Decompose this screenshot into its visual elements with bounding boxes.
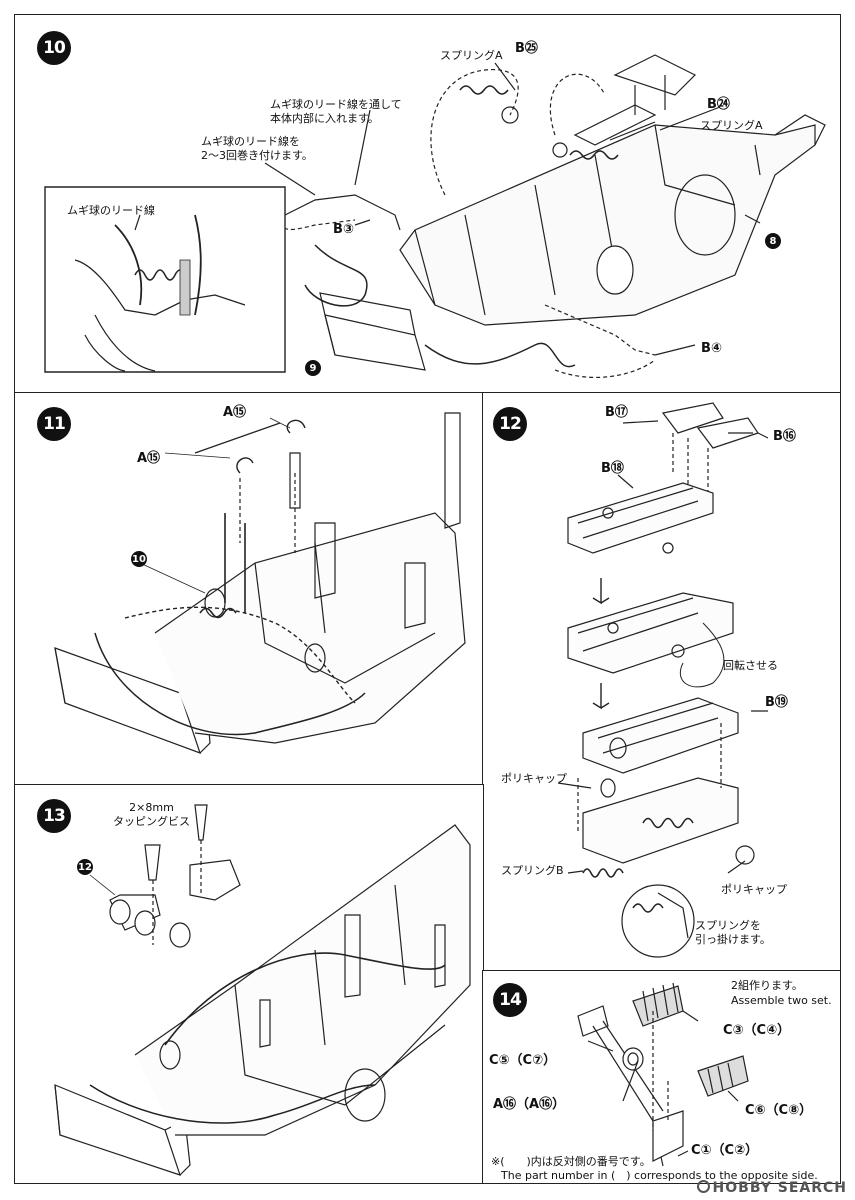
step-12-illustration	[483, 393, 842, 973]
label-c5: C⑤（C⑦）	[489, 1053, 557, 1068]
label-hook-spring: スプリングを 引っ掛けます。	[695, 919, 771, 946]
label-polycap-right: ポリキャップ	[721, 883, 787, 896]
label-b25: B㉕	[515, 41, 538, 56]
ref-part-12: 12	[77, 859, 93, 875]
label-a15-top: A⑮	[223, 405, 247, 420]
ref-part-9: 9	[305, 360, 321, 376]
label-b18: B⑱	[601, 461, 624, 476]
label-lead-through: ムギ球のリード線を通して 本体内部に入れます。	[270, 98, 402, 125]
watermark-text: HOBBY SEARCH	[712, 1180, 847, 1196]
watermark: HOBBY SEARCH	[696, 1180, 847, 1196]
label-screw: 2×8mm タッピングビス	[113, 801, 190, 828]
label-b16: B⑯	[773, 429, 796, 444]
step-14-illustration	[483, 971, 842, 1185]
label-lead-wind: ムギ球のリード線を 2～3回巻き付けます。	[201, 135, 313, 162]
label-rotate: 回転させる	[723, 659, 778, 672]
label-assemble-jp: 2組作ります。	[731, 979, 803, 992]
step-11-panel: 11 A⑮ A⑮ 10	[14, 392, 484, 786]
step-14-number: 14	[493, 983, 527, 1017]
label-b4: B④	[701, 341, 722, 356]
label-b19: B⑲	[765, 695, 788, 710]
step-11-number: 11	[37, 407, 71, 441]
step-10-illustration	[15, 15, 842, 395]
label-c3: C③（C④）	[723, 1023, 791, 1038]
label-spring-b: スプリングB	[501, 864, 564, 877]
label-b3: B③	[333, 222, 354, 237]
step-10-panel: 10 スプリングA B㉕ B㉔ スプリングA ムギ球のリード線を通して 本体内部…	[14, 14, 841, 394]
step-11-illustration	[15, 393, 485, 787]
ref-part-8: 8	[765, 233, 781, 249]
note-en: The part number in ( ) corresponds to th…	[501, 1169, 818, 1182]
ref-part-10: 10	[131, 551, 147, 567]
label-assemble-en: Assemble two set.	[731, 994, 832, 1007]
label-spring-a-right: スプリングA	[700, 119, 763, 132]
note-jp: ※( )内は反対側の番号です。	[491, 1155, 651, 1168]
step-12-panel: 12 B⑰ B⑯ B⑱ 回転させる B⑲ ポリキャップ スプリングB ポリキャッ…	[482, 392, 841, 972]
step-13-illustration	[15, 785, 485, 1185]
label-spring-a-top: スプリングA	[440, 49, 503, 62]
step-13-number: 13	[37, 799, 71, 833]
inset-title: ムギ球のリード線	[67, 204, 155, 217]
label-polycap-left: ポリキャップ	[501, 772, 567, 785]
label-b24: B㉔	[707, 97, 730, 112]
label-c6: C⑥（C⑧）	[745, 1103, 813, 1118]
label-a15-left: A⑮	[137, 451, 161, 466]
step-14-panel: 14 2組作ります。 Assemble two set. C③（C④） C⑤（C…	[482, 970, 841, 1184]
step-10-number: 10	[37, 31, 71, 65]
label-a16: A⑯（A⑯）	[493, 1097, 566, 1112]
label-b17: B⑰	[605, 405, 628, 420]
watermark-logo-icon	[696, 1180, 710, 1193]
label-c1: C①（C②）	[691, 1143, 759, 1158]
step-13-panel: 13 2×8mm タッピングビス 12	[14, 784, 484, 1184]
step-12-number: 12	[493, 407, 527, 441]
